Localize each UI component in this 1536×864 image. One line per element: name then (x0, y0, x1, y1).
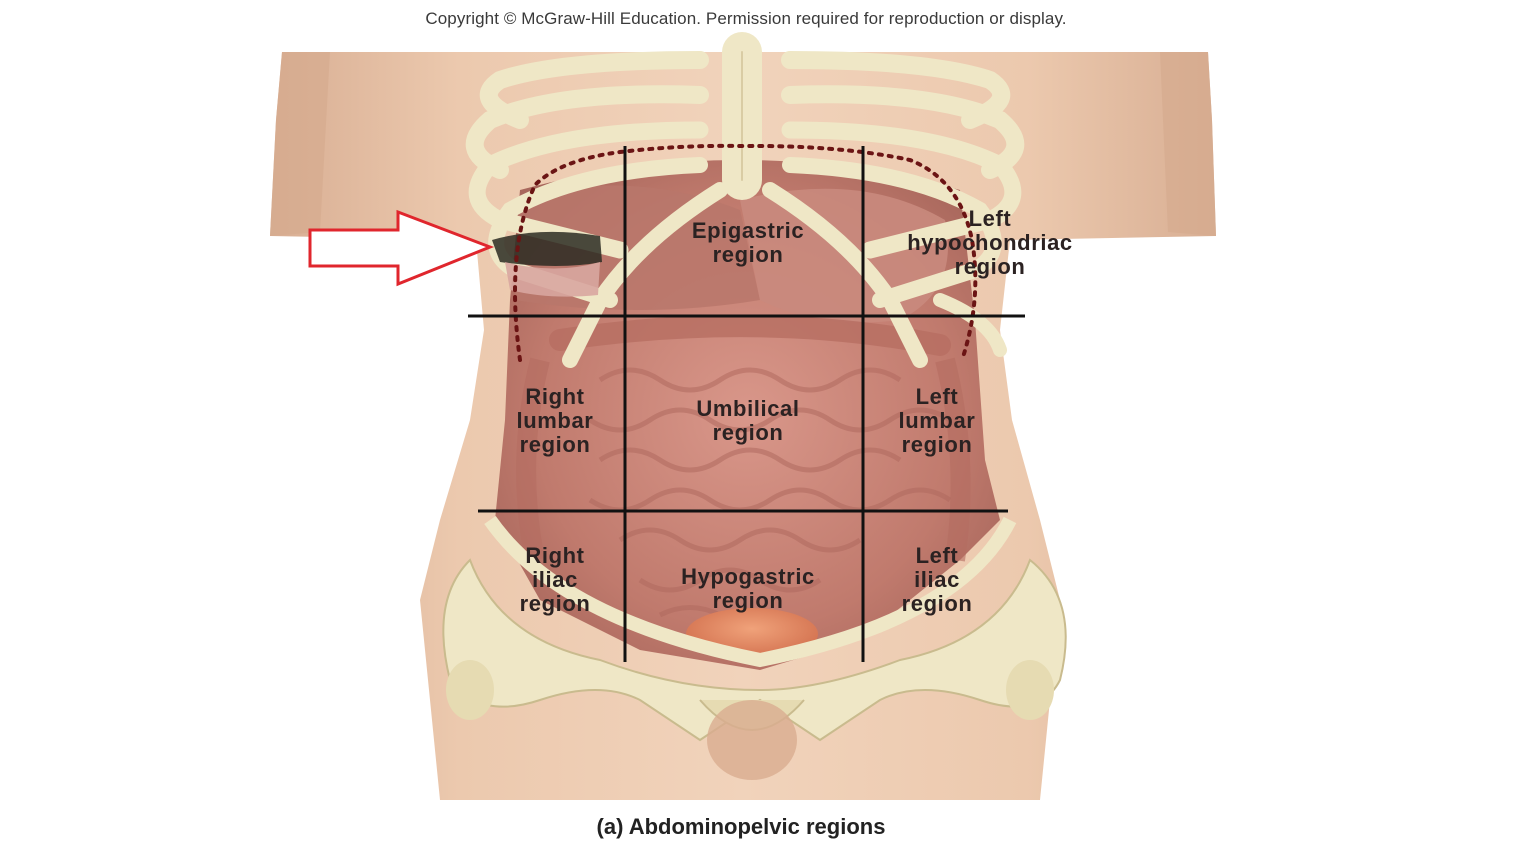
label-left-iliac: Left iliac region (901, 543, 973, 616)
transverse-colon (549, 315, 951, 356)
figure-caption: (a) Abdominopelvic regions (596, 814, 886, 839)
diaphragm-boundary (513, 143, 978, 362)
rib-cage (465, 32, 1025, 368)
label-right-lumbar: Right lumbar region (516, 384, 594, 457)
lower-pelvic-shadow (707, 700, 797, 780)
label-umbilical: Umbilical region (696, 396, 800, 445)
right-arrow-outline-icon (308, 209, 495, 287)
label-hypogastric: Hypogastric region (681, 564, 815, 613)
highlighted-patch-inner (505, 262, 600, 297)
copyright-notice: Copyright © McGraw-Hill Education. Permi… (425, 9, 1067, 28)
descending-colon (935, 357, 971, 562)
ascending-colon (516, 357, 550, 562)
label-left-lumbar: Left lumbar region (898, 384, 976, 457)
label-left-hypochondriac: Left hypochondriac region (907, 206, 1073, 279)
region-grid (468, 146, 1025, 662)
label-epigastric: Epigastric region (691, 218, 805, 267)
left-arm-shadow (1160, 52, 1216, 236)
label-right-iliac: Right iliac region (519, 543, 591, 616)
highlighted-patch (492, 231, 602, 266)
right-arm-shadow (270, 52, 330, 236)
